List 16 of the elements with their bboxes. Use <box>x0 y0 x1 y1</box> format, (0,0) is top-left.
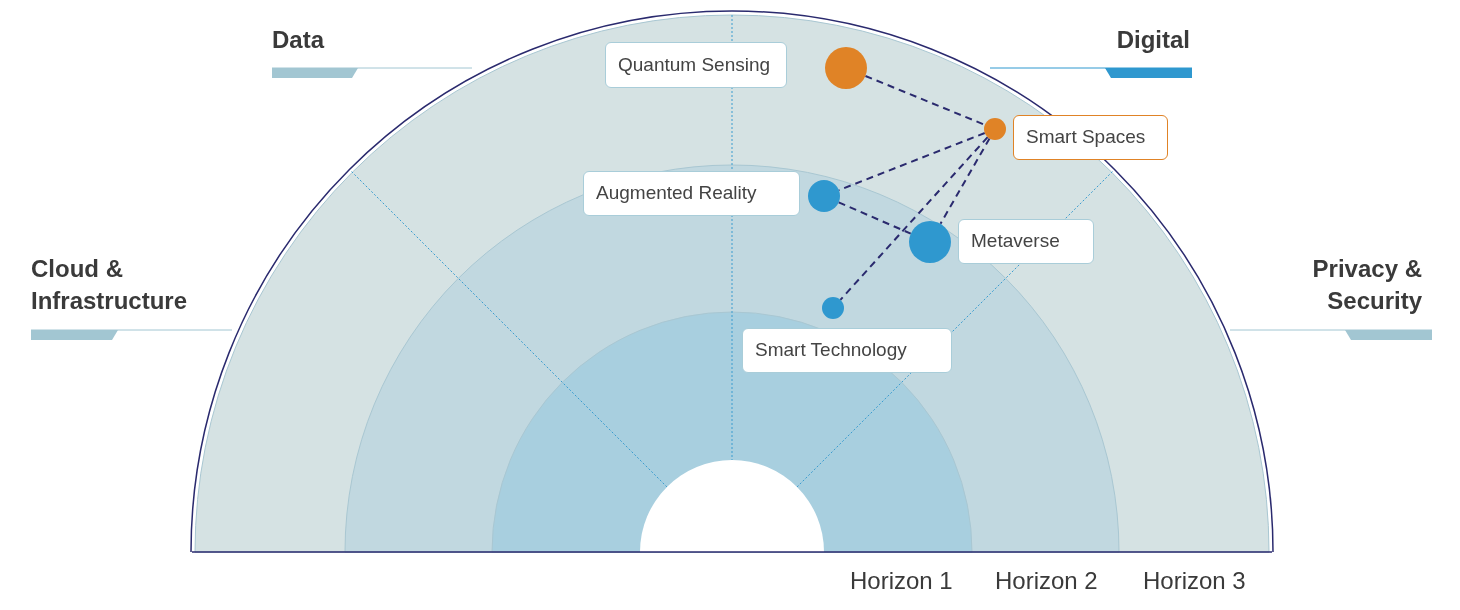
connector-line <box>839 136 989 301</box>
connector-line <box>837 201 912 235</box>
ring-label: Horizon 2 <box>995 566 1098 596</box>
ring-label: Horizon 3 <box>1143 566 1246 596</box>
connector-line <box>939 137 991 225</box>
topic-label: Smart Spaces <box>1013 115 1168 160</box>
topic-label: Augmented Reality <box>583 171 800 216</box>
category-label: Digital <box>1116 25 1190 55</box>
topic-label: Metaverse <box>958 219 1094 264</box>
category-label: Data <box>272 25 325 55</box>
ring-label: Horizon 1 <box>850 566 953 596</box>
category-label: Privacy & Security <box>1311 254 1422 316</box>
connector-line <box>864 74 986 126</box>
topic-label: Quantum Sensing <box>605 42 787 88</box>
category-label: Cloud & Infrastructure <box>31 254 189 316</box>
topic-label: Smart Technology <box>742 328 952 373</box>
